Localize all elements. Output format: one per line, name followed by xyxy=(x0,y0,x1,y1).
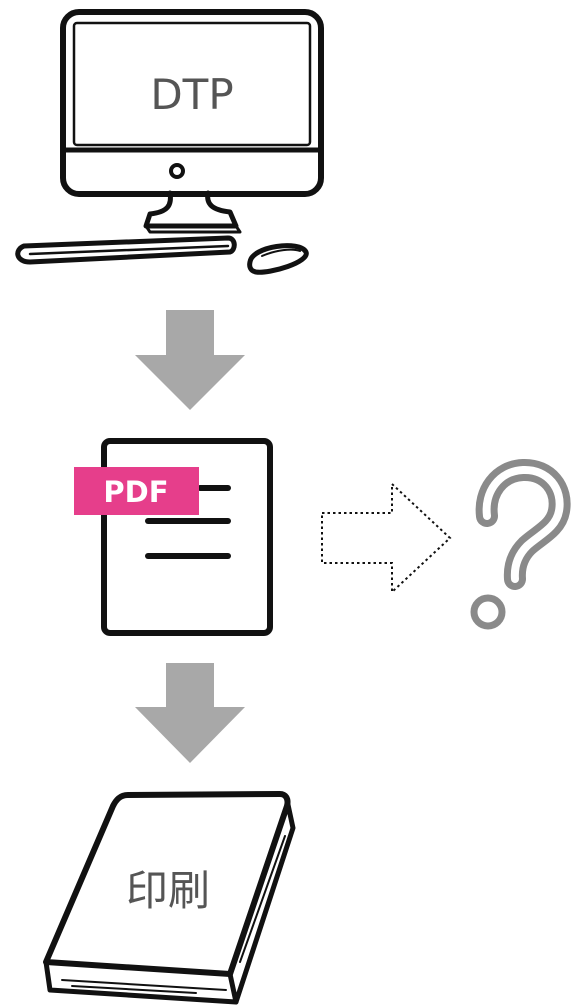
mouse-icon xyxy=(247,243,309,275)
keyboard-icon xyxy=(15,235,237,265)
arrow-down-1 xyxy=(135,310,245,410)
desktop-computer-icon xyxy=(60,9,324,234)
question-mark-icon xyxy=(470,459,571,630)
arrow-down-2 xyxy=(135,663,245,763)
dotted-arrow-right-icon xyxy=(321,481,452,595)
book-icon xyxy=(43,791,296,1005)
computer-label: DTP xyxy=(150,70,233,119)
pdf-badge xyxy=(74,467,199,515)
pdf-badge-label: PDF xyxy=(103,475,168,509)
book-label: 印刷 xyxy=(126,866,210,915)
